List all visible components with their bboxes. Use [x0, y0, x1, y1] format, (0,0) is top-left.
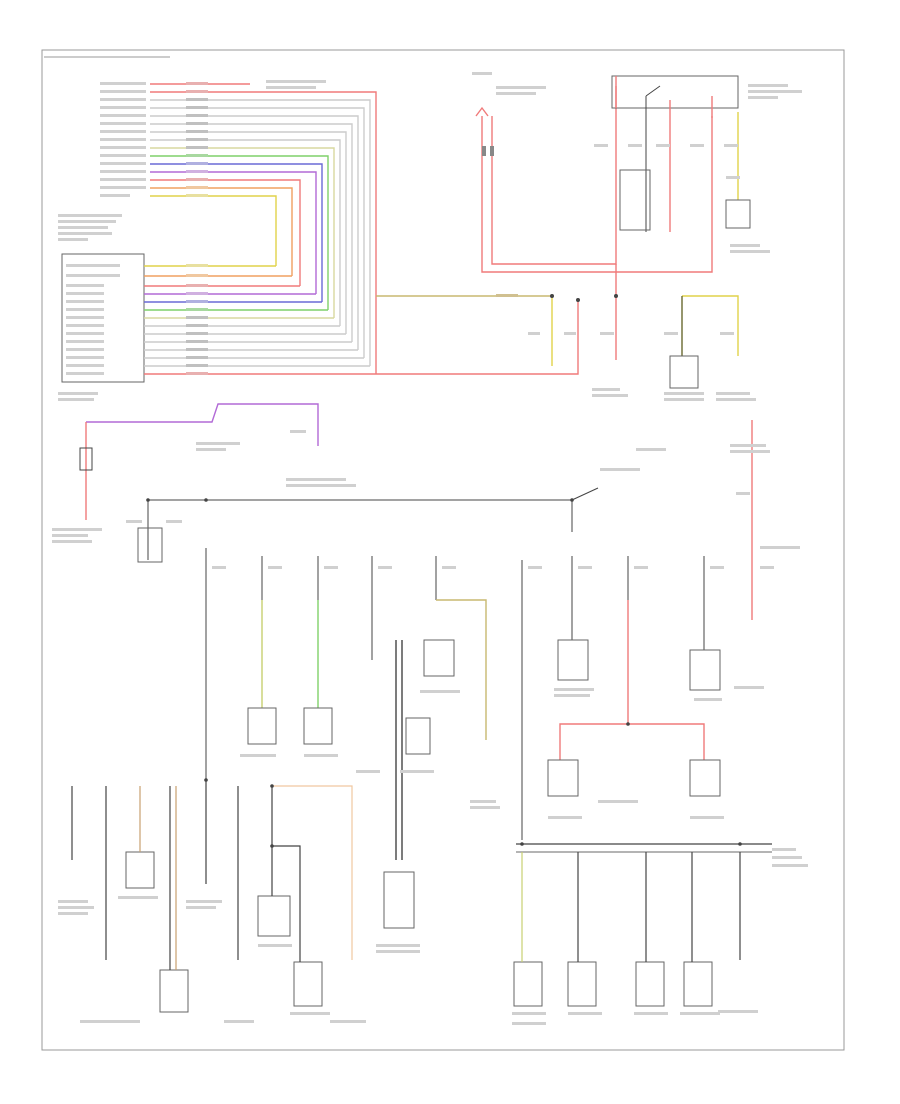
right-pink-column — [730, 420, 800, 620]
bottom-labels — [58, 686, 808, 1025]
top-wire-bundle — [150, 83, 377, 374]
right-mid-area — [592, 264, 756, 401]
left-block-row-labels — [58, 264, 208, 401]
fuse-row — [205, 548, 705, 840]
left-connector-header — [58, 214, 122, 241]
bottom-wiring — [71, 780, 772, 970]
top-right-area — [472, 72, 802, 273]
left-block-wires — [144, 265, 579, 375]
middle-switch-area — [52, 403, 666, 560]
top-wire-labels — [100, 80, 326, 197]
fuse-labels — [212, 566, 774, 569]
diagram-frame — [41, 49, 845, 1051]
component-boxes — [125, 527, 721, 1013]
colored-drops — [261, 599, 705, 860]
junction-dots — [146, 498, 742, 848]
